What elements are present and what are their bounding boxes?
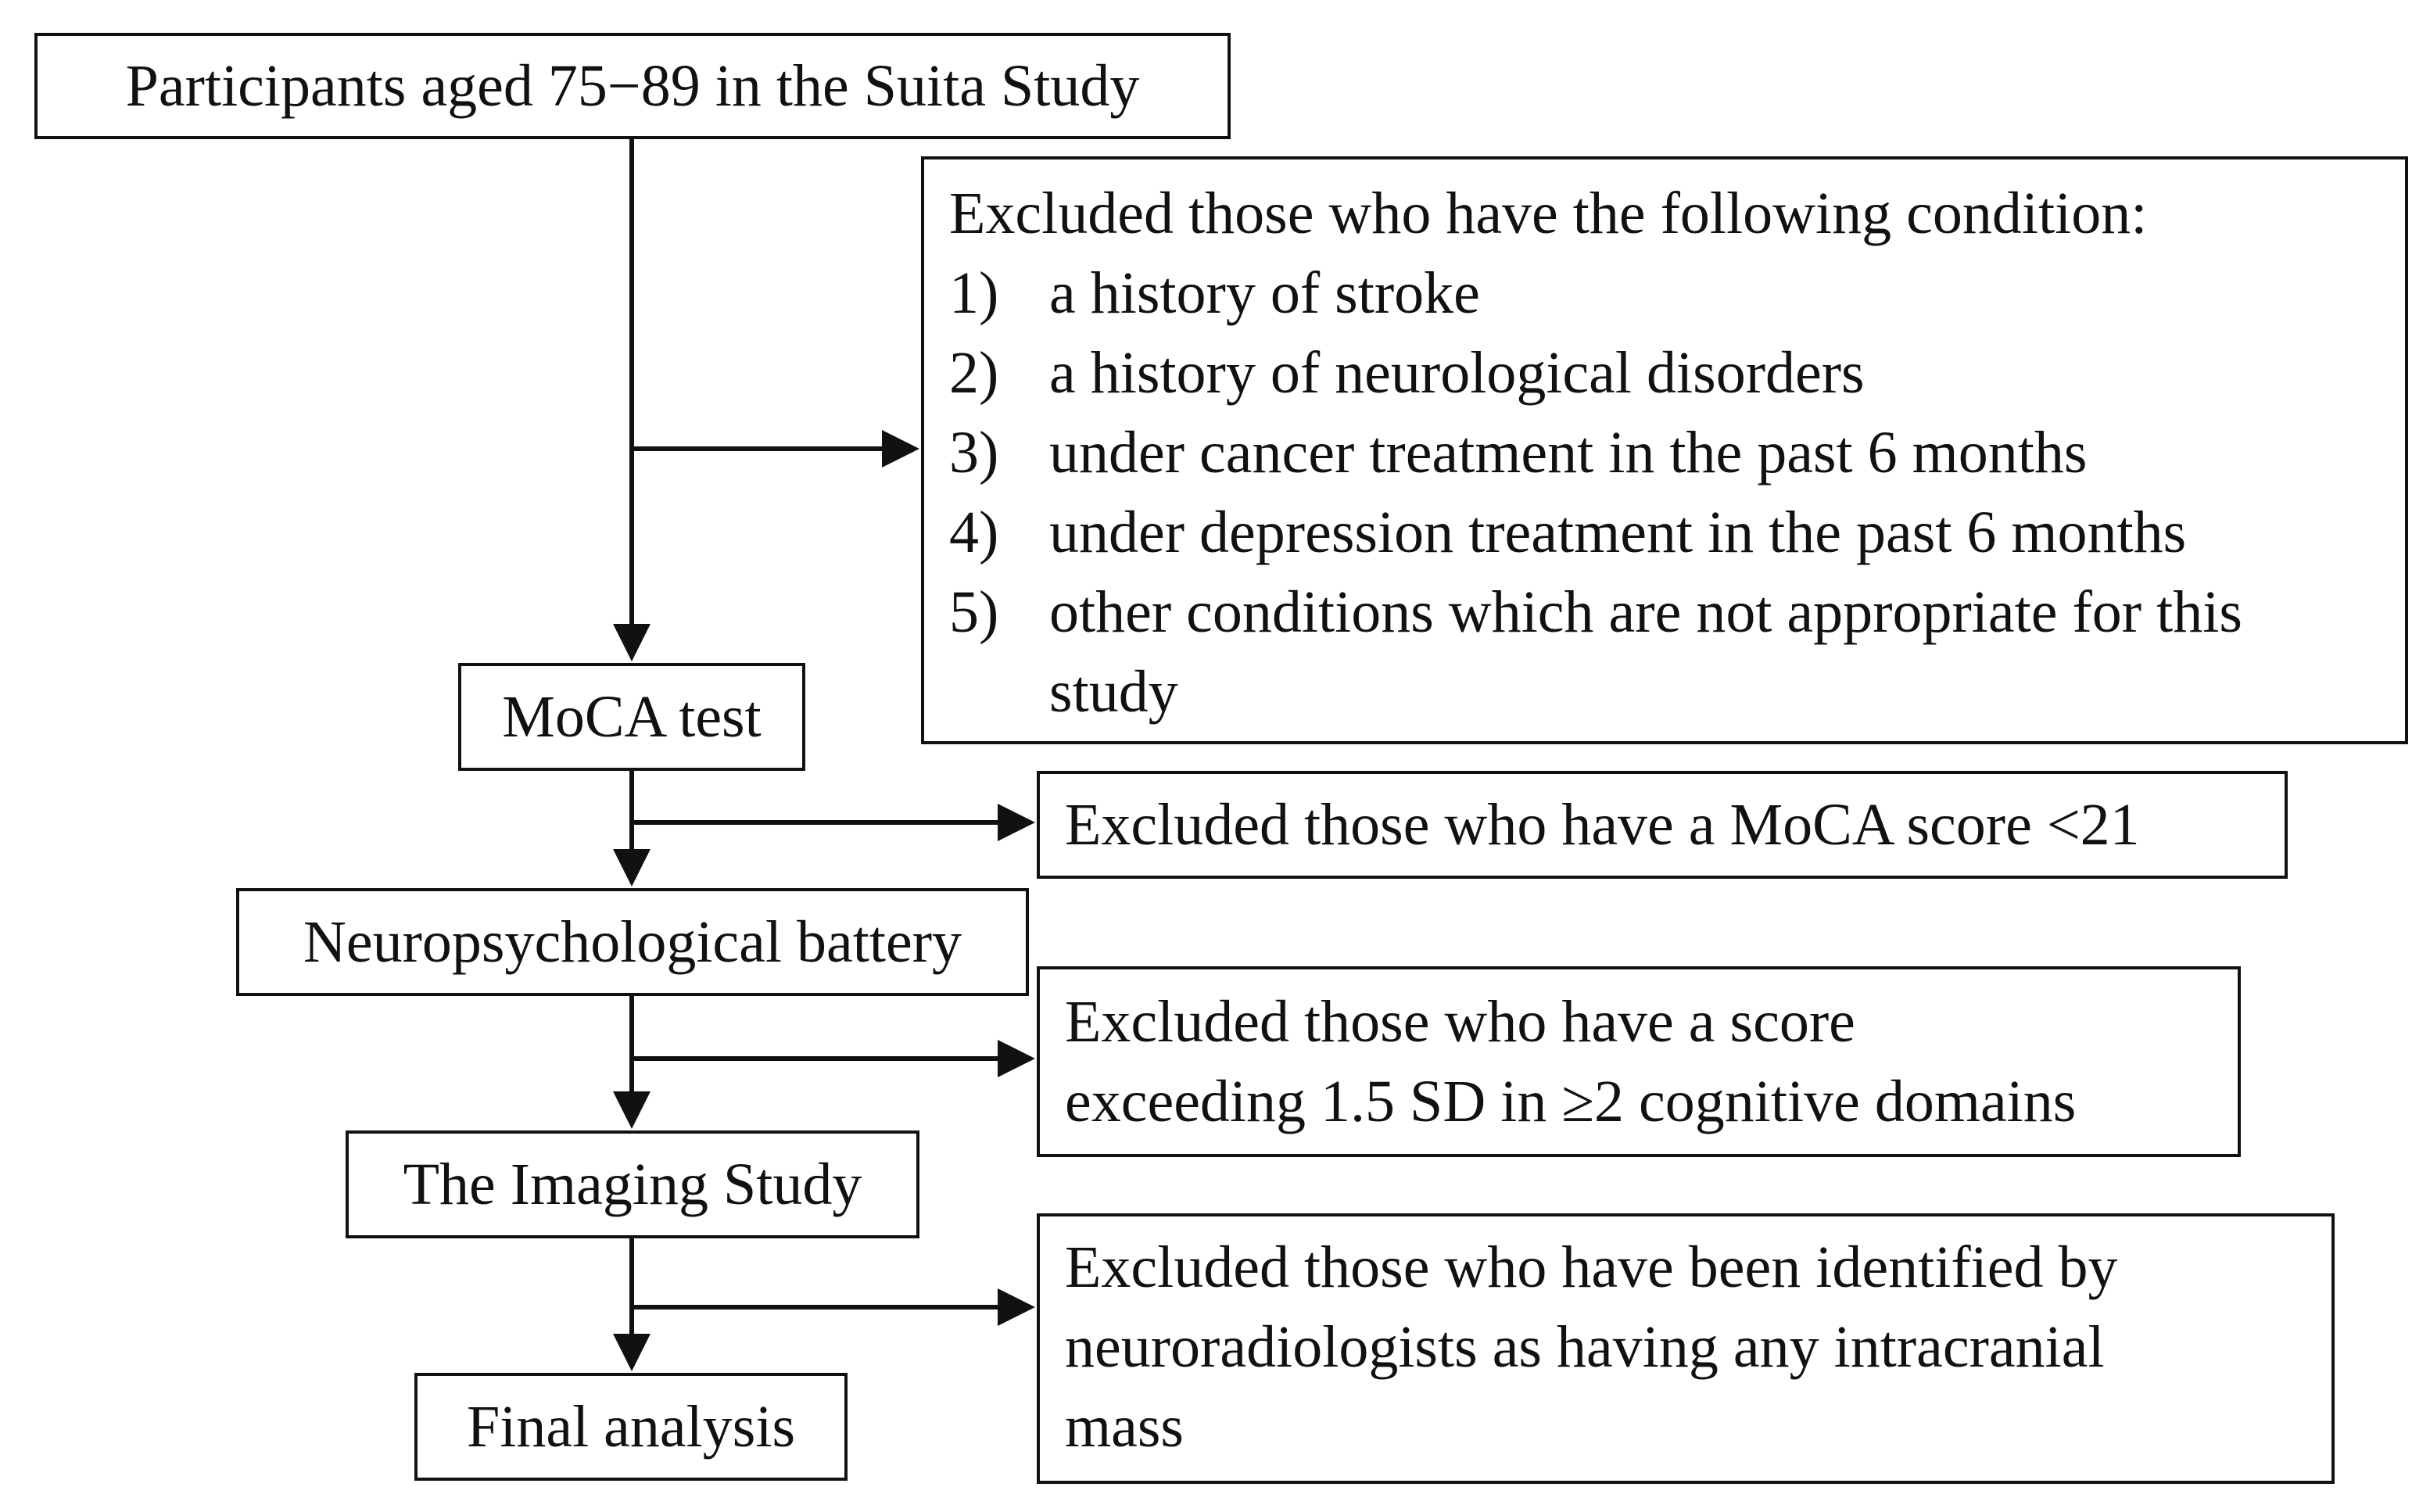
exclusion-item-number: 2) [949, 340, 999, 406]
exclusion-box-intracranial-mass: Excluded those who have been identified … [1037, 1213, 2335, 1484]
exclusion-box-moca-score: Excluded those who have a MoCA score <21 [1037, 771, 2288, 879]
exclusion-item-4: 4) under depression treatment in the pas… [949, 493, 2405, 572]
exclusion-heading: Excluded those who have the following co… [949, 181, 2148, 246]
exclusion-item-text: under depression treatment in the past 6… [1049, 500, 2187, 565]
exclusion-item-5: 5) other conditions which are not approp… [949, 572, 2405, 652]
step-final-analysis: Final analysis [414, 1373, 848, 1481]
exclusion-item-number: 4) [949, 500, 999, 565]
step-final-analysis-label: Final analysis [466, 1394, 796, 1460]
step-neuropsychological-battery-label: Neuropsychological battery [303, 909, 962, 975]
exclusion-box-cognitive-domains: Excluded those who have a score exceedin… [1037, 966, 2241, 1157]
step-participants-label: Participants aged 75−89 in the Suita Stu… [125, 53, 1140, 119]
exclusion-cognitive-line-2: exceeding 1.5 SD in ≥2 cognitive domains [1065, 1069, 2077, 1134]
exclusion-moca-line-1: Excluded those who have a MoCA score <21 [1065, 792, 2140, 858]
step-moca-test: MoCA test [458, 663, 805, 771]
exclusion-item-text: a history of neurological disorders [1049, 340, 1865, 406]
step-participants: Participants aged 75−89 in the Suita Stu… [34, 33, 1231, 139]
exclusion-box-conditions: Excluded those who have the following co… [921, 156, 2408, 744]
exclusion-mass-line-1: Excluded those who have been identified … [1065, 1234, 2118, 1300]
exclusion-item-5-continuation: study [1049, 659, 1178, 725]
step-moca-test-label: MoCA test [502, 684, 762, 750]
step-neuropsychological-battery: Neuropsychological battery [236, 888, 1029, 996]
exclusion-mass-line-3: mass [1065, 1394, 1184, 1460]
exclusion-item-text: a history of stroke [1049, 260, 1480, 326]
exclusion-item-number: 5) [949, 579, 999, 645]
exclusion-item-1: 1) a history of stroke [949, 253, 2405, 333]
exclusion-mass-line-2: neuroradiologists as having any intracra… [1065, 1314, 2105, 1380]
exclusion-item-text: under cancer treatment in the past 6 mon… [1049, 420, 2088, 485]
exclusion-item-text: other conditions which are not appropria… [1049, 579, 2242, 645]
exclusion-cognitive-line-1: Excluded those who have a score [1065, 989, 1855, 1055]
exclusion-item-3: 3) under cancer treatment in the past 6 … [949, 413, 2405, 493]
exclusion-item-2: 2) a history of neurological disorders [949, 333, 2405, 413]
step-imaging-study-label: The Imaging Study [403, 1152, 862, 1217]
exclusion-item-number: 1) [949, 260, 999, 326]
step-imaging-study: The Imaging Study [346, 1130, 919, 1238]
exclusion-item-number: 3) [949, 420, 999, 485]
